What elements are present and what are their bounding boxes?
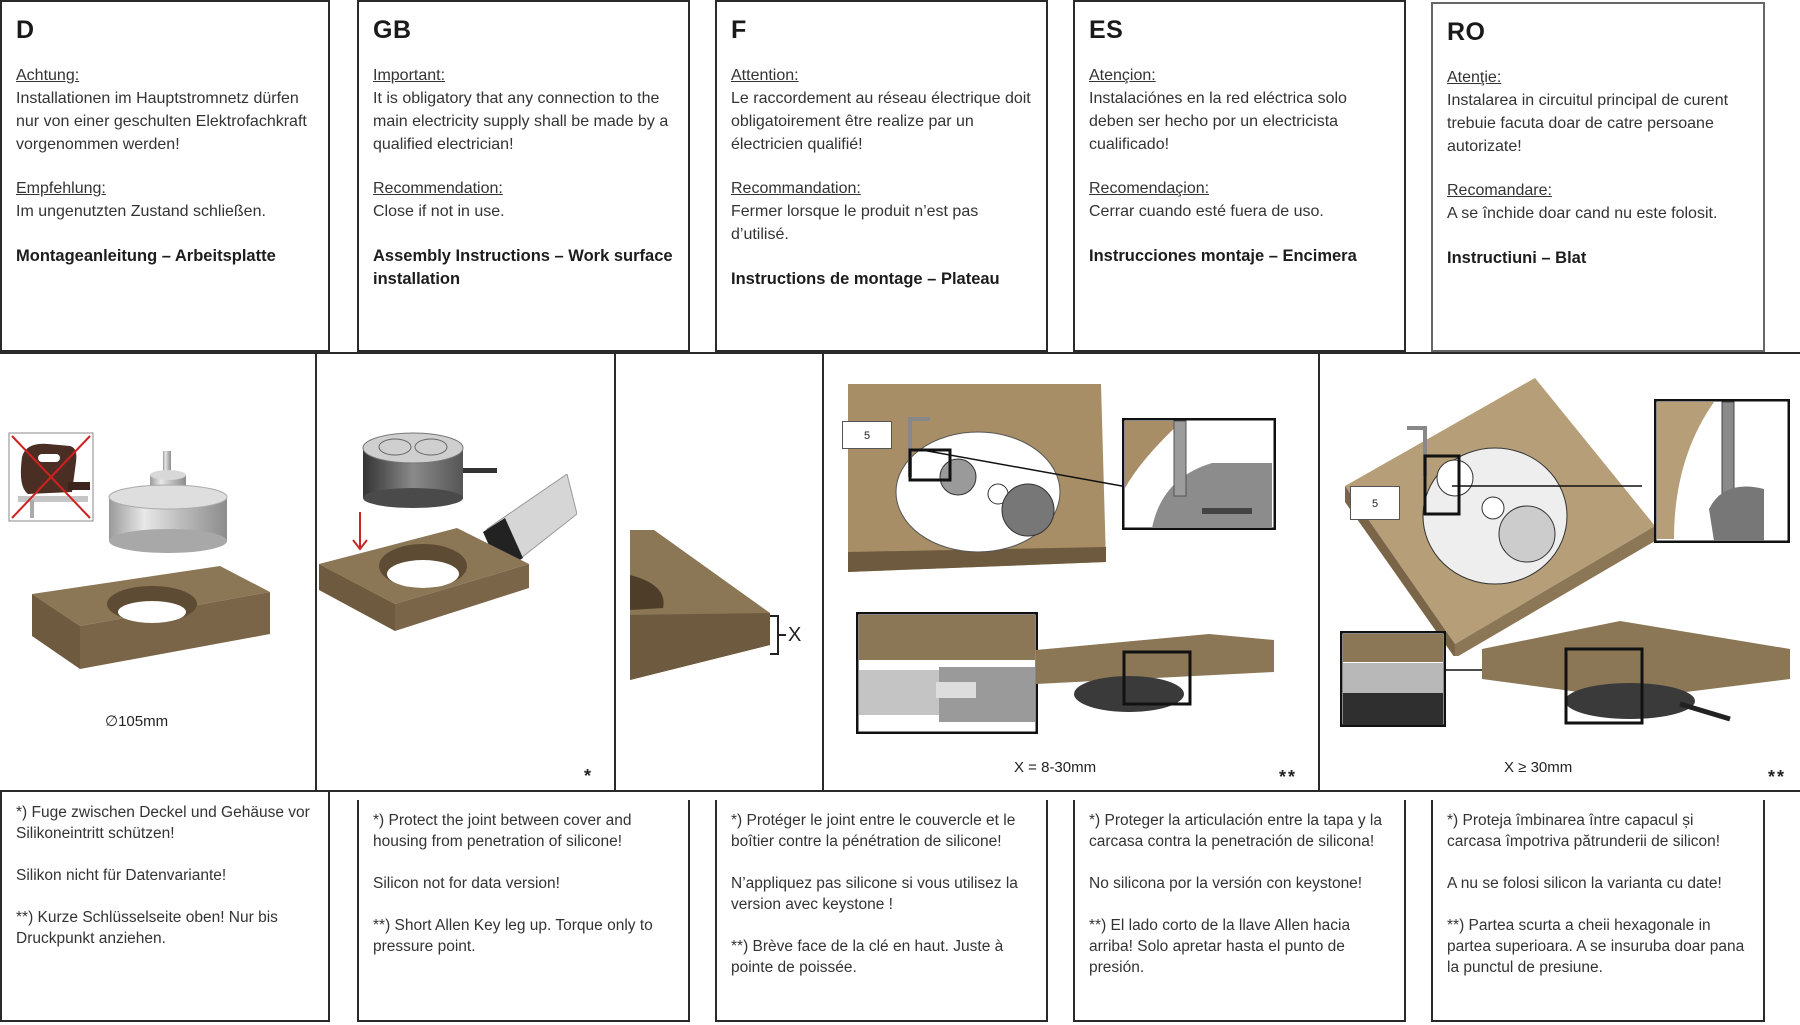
note-silicone: *) Protect the joint between cover and h… <box>373 812 632 850</box>
language-code: F <box>731 16 747 44</box>
thickness-range-label: X = 8-30mm <box>1014 759 1097 776</box>
warning-text: Instalaciónes en la red eléctrica solo d… <box>1089 90 1347 153</box>
instructions-title: Instrucciones montaje – Encimera <box>1089 247 1357 265</box>
panel-divider <box>1318 352 1320 792</box>
warning-heading: Important: <box>373 67 446 84</box>
note-silicone: *) Proteger la articulación entre la tap… <box>1089 812 1382 850</box>
recommendation-heading: Recommendation: <box>373 180 503 197</box>
row-divider-top <box>0 352 1800 354</box>
warning-heading: Achtung: <box>16 67 80 84</box>
language-code: ES <box>1089 16 1124 44</box>
zoom-connector-line <box>922 449 1122 487</box>
instructions-title: Montageanleitung – Arbeitsplatte <box>16 247 276 265</box>
recommendation-text: Cerrar cuando esté fuera de uso. <box>1089 203 1324 220</box>
notes-box-de: *) Fuge zwischen Deckel und Gehäuse vor … <box>0 792 330 1022</box>
step-thick-mount-panel: 5 X ≥ 30mm ** <box>1320 354 1800 790</box>
recommendation-heading: Recomandare: <box>1447 182 1552 199</box>
step-drill-panel: ∅105mm <box>0 354 315 790</box>
instructions-title: Instructiuni – Blat <box>1447 249 1587 267</box>
recommendation-text: A se închide doar cand nu este folosit. <box>1447 205 1718 222</box>
worktop-side-view <box>1036 634 1274 712</box>
worktop-top-view <box>848 384 1106 572</box>
note-data-version: Silicon not for data version! <box>373 875 560 892</box>
step-thin-mount-panel: 5 X = 8-30mm ** <box>824 354 1318 790</box>
instructions-title: Assembly Instructions – Work surface ins… <box>373 247 673 288</box>
warning-heading: Attention: <box>731 67 799 84</box>
down-arrow-icon <box>352 512 368 551</box>
language-code: D <box>16 16 35 44</box>
note-silicone: *) Fuge zwischen Deckel und Gehäuse vor … <box>16 804 310 842</box>
zoom-detail-top <box>1654 399 1790 543</box>
warning-text: Instalarea in circuitul principal de cur… <box>1447 92 1729 155</box>
warning-text: Le raccordement au réseau électrique doi… <box>731 90 1031 153</box>
row-divider-bottom <box>0 790 1800 792</box>
lang-box-gb: GB Important: It is obligatory that any … <box>357 0 690 352</box>
step-thickness-panel: X <box>616 354 822 790</box>
thickness-label: X <box>788 624 802 646</box>
note-allen-key: **) Short Allen Key leg up. Torque only … <box>373 917 653 955</box>
hole-diameter-label: ∅105mm <box>105 713 169 730</box>
note-silicone: *) Proteja îmbinarea între capacul și ca… <box>1447 812 1721 850</box>
note-data-version: A nu se folosi silicon la varianta cu da… <box>1447 875 1722 892</box>
recommendation-text: Close if not in use. <box>373 203 505 220</box>
jigsaw-crossed-icon <box>8 432 94 522</box>
hole-saw-icon <box>108 451 228 553</box>
notes-box-es: *) Proteger la articulación entre la tap… <box>1073 800 1406 1022</box>
panel-divider <box>315 352 317 792</box>
recommendation-heading: Empfehlung: <box>16 180 106 197</box>
panel-divider <box>614 352 616 792</box>
lang-box-es: ES Atençion: Instalaciónes en la red elé… <box>1073 0 1406 352</box>
worktop-with-hole <box>319 528 529 631</box>
worktop-with-hole <box>32 566 270 669</box>
language-code: GB <box>373 16 412 44</box>
panel-divider <box>822 352 824 792</box>
worktop-underside-view <box>1482 621 1790 725</box>
allen-key-size-label: 5 <box>1350 486 1400 520</box>
note-data-version: No silicona por la versión con keystone! <box>1089 875 1363 892</box>
language-code: RO <box>1447 18 1486 46</box>
socket-housing-icon <box>362 432 497 508</box>
recommendation-heading: Recommandation: <box>731 180 861 197</box>
recommendation-text: Fermer lorsque le produit n’est pas d’ut… <box>731 203 979 243</box>
key-footnote-marker: ** <box>1279 767 1298 787</box>
notes-box-gb: *) Protect the joint between cover and h… <box>357 800 690 1022</box>
recommendation-text: Im ungenutzten Zustand schließen. <box>16 203 266 220</box>
note-allen-key: **) Partea scurta a cheii hexagonale in … <box>1447 917 1745 976</box>
silicone-footnote-marker: * <box>584 766 594 786</box>
dimension-bracket-icon <box>770 615 786 655</box>
note-silicone: *) Protéger le joint entre le couvercle … <box>731 812 1016 850</box>
notes-box-fr: *) Protéger le joint entre le couvercle … <box>715 800 1048 1022</box>
key-footnote-marker: ** <box>1768 767 1787 787</box>
worktop-edge-detail <box>630 530 770 680</box>
worktop-angled-view <box>1345 378 1655 656</box>
warning-text: Installationen im Hauptstromnetz dürfen … <box>16 90 307 153</box>
zoom-detail-bottom <box>856 612 1038 734</box>
instructions-title: Instructions de montage – Plateau <box>731 270 1000 288</box>
note-data-version: N’appliquez pas silicone si vous utilise… <box>731 875 1018 913</box>
lang-box-ro: RO Atenţie: Instalarea in circuitul prin… <box>1431 2 1765 352</box>
zoom-connector-line <box>1452 485 1642 487</box>
warning-text: It is obligatory that any connection to … <box>373 90 669 153</box>
thickness-range-label: X ≥ 30mm <box>1504 759 1573 776</box>
warning-heading: Atençion: <box>1089 67 1156 84</box>
allen-key-size-label: 5 <box>842 421 892 449</box>
lang-box-fr: F Attention: Le raccordement au réseau é… <box>715 0 1048 352</box>
recommendation-heading: Recomendaçion: <box>1089 180 1210 197</box>
note-allen-key: **) Brève face de la clé en haut. Juste … <box>731 938 1004 976</box>
note-data-version: Silikon nicht für Datenvariante! <box>16 867 227 884</box>
lang-box-de: D Achtung: Installationen im Hauptstromn… <box>0 0 330 352</box>
note-allen-key: **) Kurze Schlüsselseite oben! Nur bis D… <box>16 909 278 947</box>
notes-box-ro: *) Proteja îmbinarea între capacul și ca… <box>1431 800 1765 1022</box>
zoom-detail-top <box>1122 418 1276 530</box>
step-silicone-panel: * <box>317 354 614 790</box>
zoom-detail-bottom <box>1340 631 1446 727</box>
warning-heading: Atenţie: <box>1447 69 1502 86</box>
note-allen-key: **) El lado corto de la llave Allen haci… <box>1089 917 1351 976</box>
